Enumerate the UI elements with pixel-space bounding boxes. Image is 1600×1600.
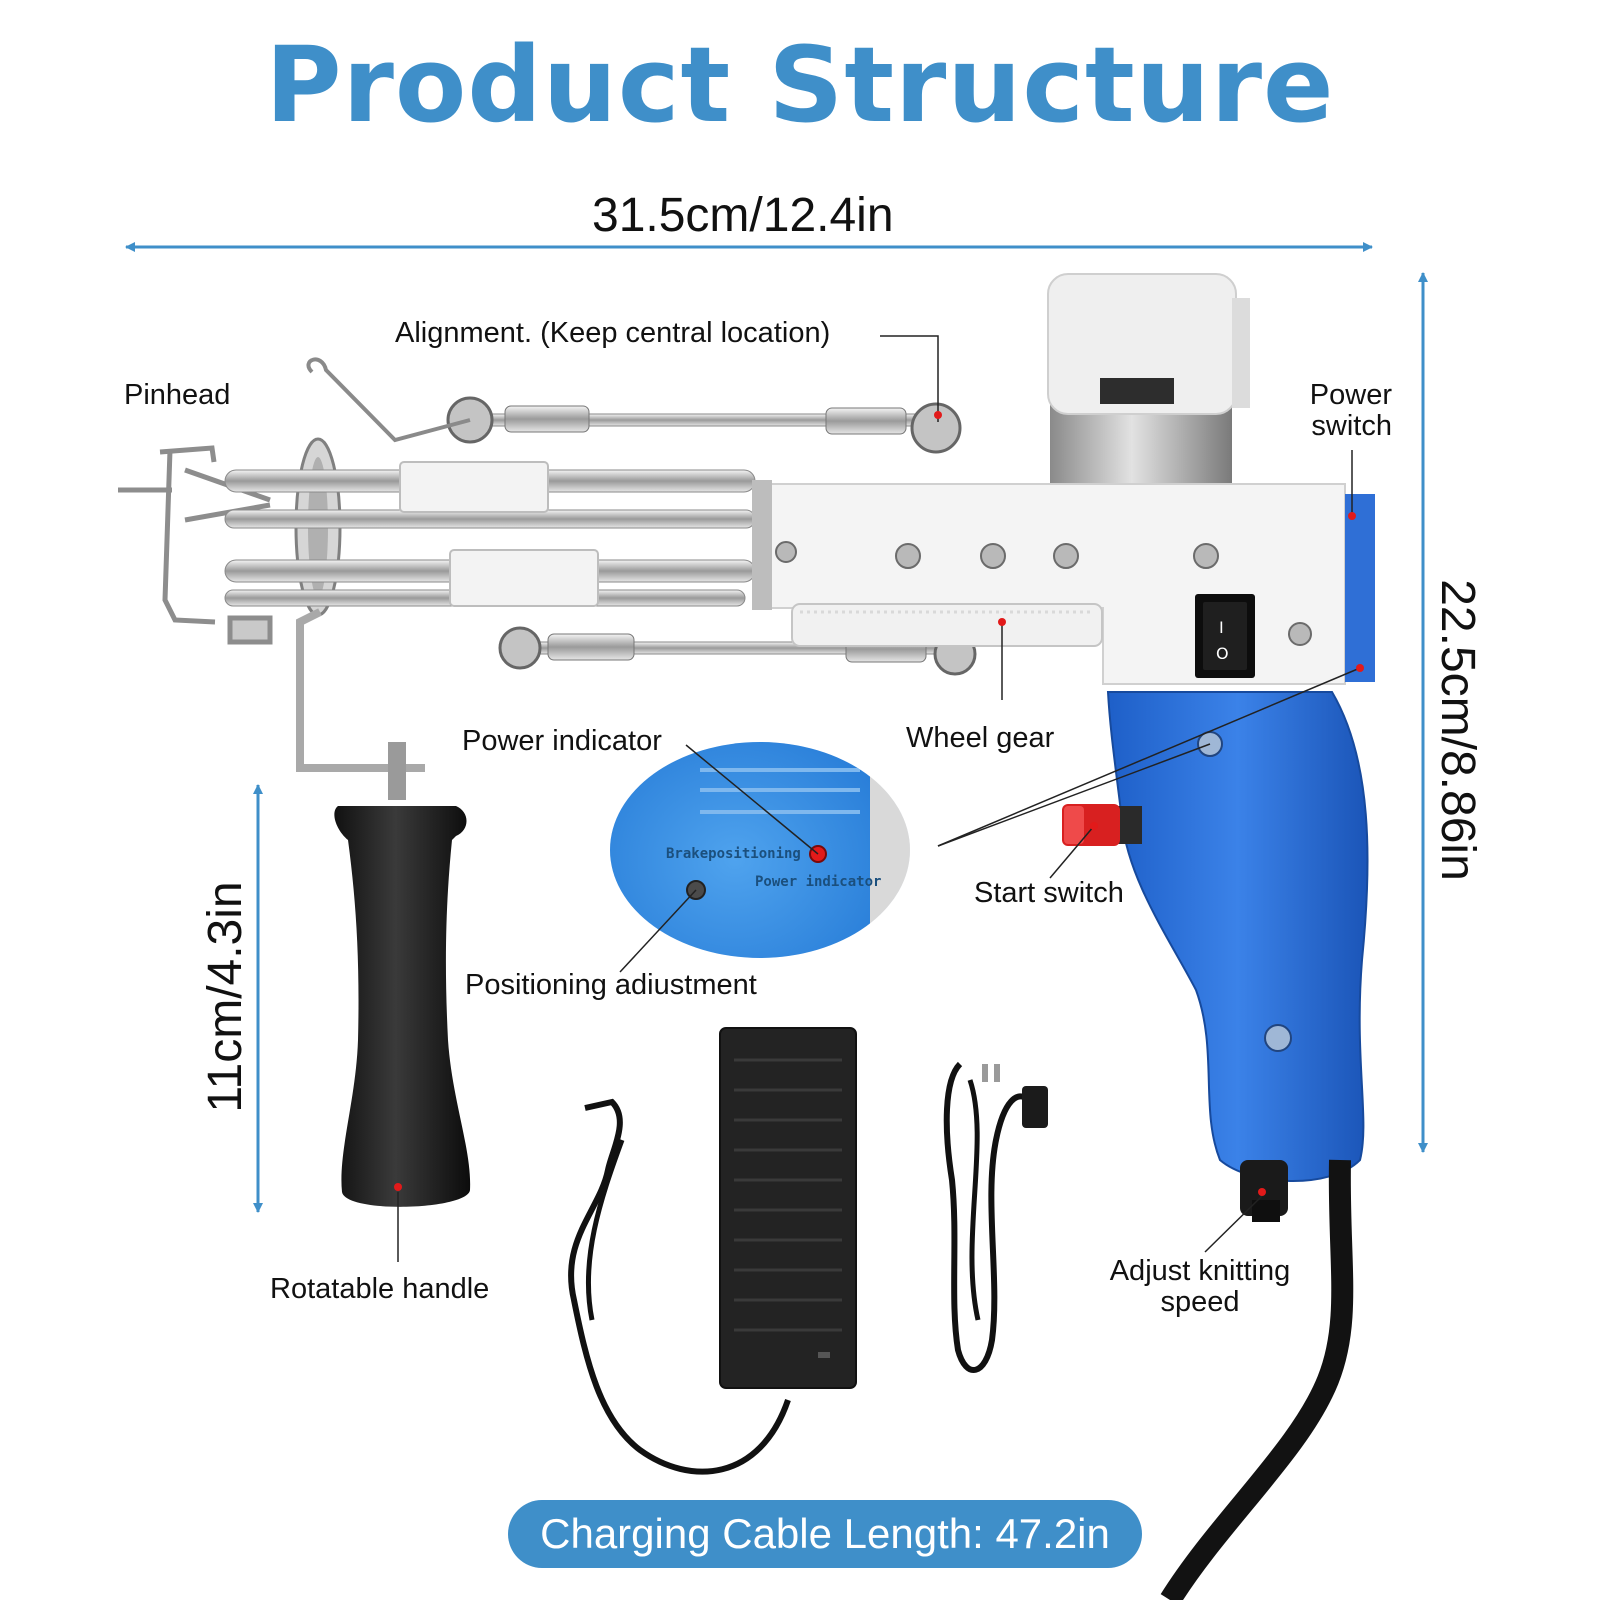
- pinhead-label: Pinhead: [124, 379, 231, 411]
- power-adapter: [719, 1027, 857, 1389]
- housing-screws: [775, 541, 1312, 646]
- motor: [1047, 273, 1250, 490]
- inset-indicator-text: Power indicator: [755, 874, 882, 890]
- alignment-label: Alignment. (Keep central location): [395, 317, 831, 349]
- pistol-grip: [1106, 691, 1369, 1182]
- rocker-switch: [1195, 594, 1255, 678]
- wheel-gear: [791, 603, 1103, 647]
- start-switch-button: [1062, 804, 1142, 846]
- switch-off-mark: O: [1216, 644, 1229, 663]
- rotatable-handle: [334, 742, 471, 1207]
- linkage-rods: [446, 396, 977, 676]
- wheel-gear-label: Wheel gear: [906, 722, 1055, 754]
- callout-leaders: [397, 335, 1361, 1262]
- switch-on-mark: I: [1219, 618, 1224, 637]
- cable-length-badge: Charging Cable Length: 47.2in: [508, 1500, 1142, 1568]
- handle-length-label: 11cm/4.3in: [199, 881, 252, 1113]
- overall-height-label: 22.5cm/8.86in: [1431, 579, 1484, 881]
- ac-cord: [943, 1061, 1048, 1373]
- page-title: Product Structure: [265, 24, 1335, 146]
- adjust-speed-label-line2: speed: [1160, 1286, 1240, 1319]
- start-switch-label: Start switch: [974, 877, 1124, 909]
- marker-dots: [394, 411, 1364, 1196]
- dimension-arrows: [125, 242, 1428, 1213]
- power-switch-label: Power switch: [1288, 379, 1392, 443]
- rotatable-handle-label: Rotatable handle: [270, 1273, 490, 1305]
- dc-cable: [568, 1098, 791, 1475]
- adjust-speed-label-line1: Adjust knitting: [1109, 1255, 1291, 1287]
- adjust-speed-label: Adjust knitting speed: [1092, 1255, 1308, 1319]
- handle-bracket: [296, 608, 425, 772]
- power-switch-label-line1: Power: [1309, 379, 1392, 411]
- speed-knob: [1240, 1160, 1288, 1222]
- power-cord: [1160, 1159, 1354, 1600]
- power-indicator-label: Power indicator: [462, 725, 662, 757]
- inset-brake-text: Brakepositioning: [666, 846, 801, 862]
- overall-width-label: 31.5cm/12.4in: [592, 189, 894, 242]
- power-switch-label-line2: switch: [1311, 410, 1392, 443]
- positioning-adjustment-label: Positioning adiustment: [465, 969, 757, 1001]
- housing-blue-edge: [1345, 494, 1375, 682]
- spring-wire: [306, 357, 471, 443]
